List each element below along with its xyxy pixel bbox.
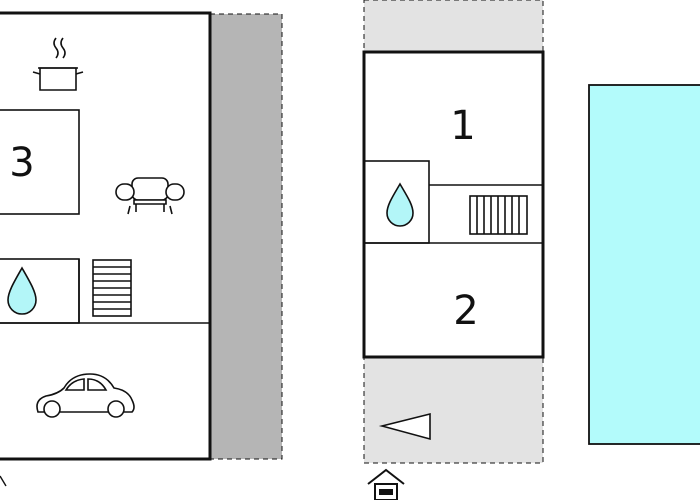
house-entrance-icon: [367, 468, 405, 500]
left-staircase: [78, 259, 132, 323]
arrow-left-icon: [378, 412, 431, 441]
left-bathroom: [0, 258, 80, 324]
right-staircase: [469, 195, 528, 235]
bottom-terrace: [363, 356, 544, 464]
right-building: 1 2: [362, 0, 545, 500]
car-icon: [36, 373, 135, 418]
bedroom-3: 3: [0, 109, 80, 215]
swimming-pool: [588, 84, 700, 445]
left-building: 3: [0, 11, 283, 487]
armchair-icon: [115, 177, 185, 215]
room-number-3: 3: [9, 140, 34, 186]
room-number-1: 1: [450, 103, 475, 149]
left-side-terrace: [209, 13, 283, 460]
water-drop-icon: [386, 182, 414, 227]
room-number-2: 2: [453, 288, 478, 334]
left-entrance-marker: [0, 475, 7, 487]
stair-band: [364, 184, 543, 244]
cooking-pot-icon: [32, 37, 84, 91]
top-terrace: [363, 0, 544, 53]
left-building-outline: [0, 11, 212, 461]
water-drop-icon: [7, 266, 37, 315]
